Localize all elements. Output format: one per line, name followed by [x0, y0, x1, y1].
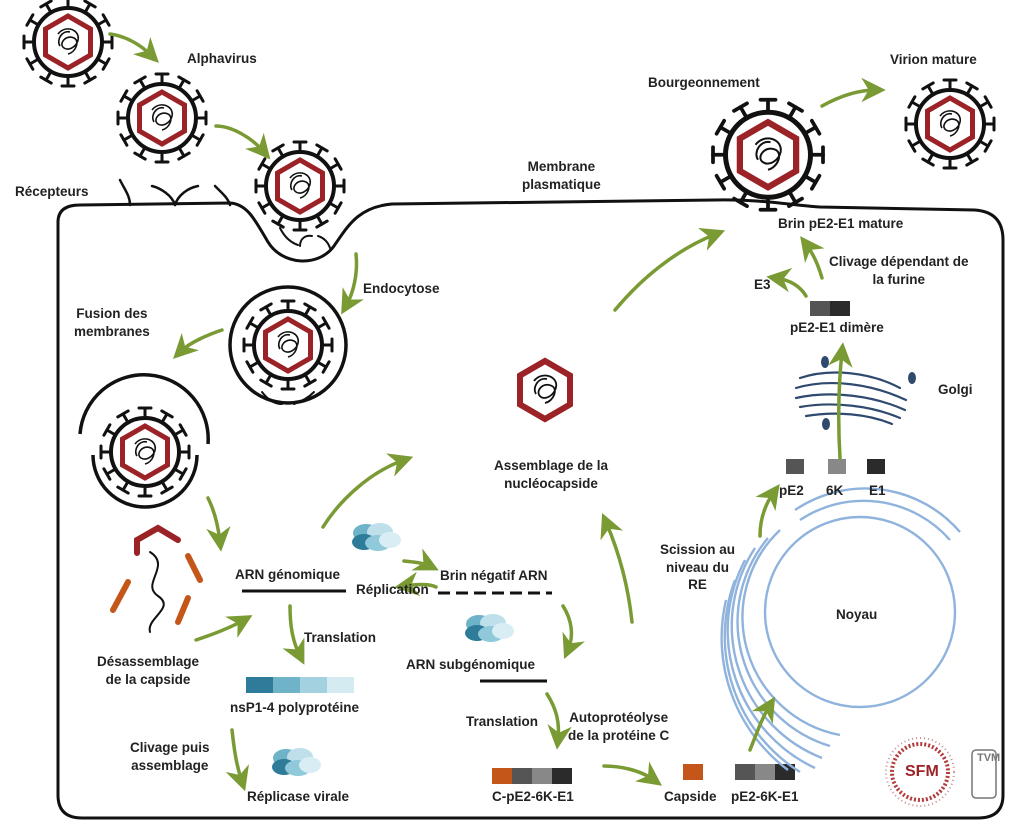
label-clivage-furine: Clivage dépendant de la furine	[829, 253, 969, 288]
label-nsp-polyproteine: nsP1-4 polyprotéine	[230, 700, 360, 715]
label-bourgeonnement: Bourgeonnement	[648, 75, 760, 90]
receptors	[118, 178, 232, 207]
sfm-logo-text: SFM	[905, 763, 939, 780]
label-autoproteolyse-line2: de la protéine C	[568, 727, 670, 743]
label-c-pe2-6k-e1: C-pE2-6K-E1	[492, 789, 574, 804]
pit-receptors	[279, 227, 331, 249]
label-desassemblage: Désassemblage de la capside	[97, 653, 199, 688]
tvm-logo-text: TVM	[977, 752, 1001, 764]
label-capside: Capside	[664, 789, 717, 804]
dimer-bar	[810, 301, 850, 316]
label-replicase-virale: Réplicase virale	[247, 789, 350, 804]
label-brin-negatif: Brin négatif ARN	[440, 568, 548, 583]
tvm-logo-icon	[971, 749, 997, 799]
label-clivage-assemblage: Clivage puis assemblage	[130, 739, 210, 774]
label-membrane-line1: Membrane	[527, 159, 596, 174]
virus-1-icon	[24, 0, 112, 86]
label-virion-mature: Virion mature	[890, 52, 977, 67]
nucleocapsid-icon	[520, 361, 570, 419]
label-clivage-furine-line2: la furine	[872, 271, 926, 287]
virus-2-icon	[118, 74, 206, 162]
replicase-icon-2	[465, 614, 514, 642]
endosome-receptors	[261, 391, 315, 405]
label-endocytose: Endocytose	[363, 281, 440, 296]
label-pe2: pE2	[779, 483, 804, 498]
label-replication: Réplication	[356, 582, 429, 597]
label-membrane: Membrane plasmatique	[522, 158, 601, 193]
plasma-membrane	[56, 198, 1005, 820]
fusion-virus-icon	[101, 408, 189, 496]
capside-square	[683, 764, 703, 780]
label-golgi: Golgi	[938, 382, 973, 397]
label-translation-1: Translation	[304, 630, 377, 645]
label-alphavirus: Alphavirus	[187, 51, 257, 66]
fusion-vesicle	[78, 373, 210, 445]
label-desassemblage-line2: de la capside	[105, 671, 191, 687]
label-membrane-line2: plasmatique	[522, 176, 601, 192]
label-e3: E3	[754, 277, 771, 292]
label-autoproteolyse-line1: Autoprotéolyse	[569, 710, 669, 725]
label-scission-line1: Scission au	[660, 542, 736, 557]
sfm-logo-icon	[885, 737, 955, 807]
nsp-polyprotein-bar	[246, 677, 354, 693]
label-translation-2: Translation	[466, 714, 539, 729]
label-scission-line3: RE	[688, 577, 707, 593]
label-arn-subgenomique: ARN subgénomique	[406, 657, 536, 672]
pe2-square	[786, 459, 804, 474]
nucleus-er	[720, 487, 961, 774]
label-e1: E1	[869, 483, 886, 498]
arrows	[108, 32, 886, 792]
virion-mature-icon	[906, 80, 994, 168]
label-assemblage: Assemblage de la nucléocapside	[494, 457, 608, 492]
6k-square	[828, 459, 846, 474]
label-arn-genomique: ARN génomique	[235, 567, 341, 582]
label-desassemblage-line1: Désassemblage	[97, 654, 200, 669]
label-autoproteolyse: Autoprotéolyse de la protéine C	[568, 709, 669, 744]
disassembled-capsid	[110, 524, 203, 633]
label-6k: 6K	[826, 483, 844, 498]
label-clivage-assemblage-line1: Clivage puis	[130, 740, 210, 755]
label-pe2-6k-e1: pE2-6K-E1	[731, 789, 799, 804]
label-noyau: Noyau	[836, 607, 878, 622]
label-assemblage-line2: nucléocapside	[504, 475, 598, 491]
replicase-icon-3	[272, 748, 321, 776]
budding-virus-icon	[713, 100, 823, 210]
label-fusion: Fusion des membranes	[74, 305, 150, 340]
label-clivage-furine-line1: Clivage dépendant de	[829, 254, 969, 269]
label-clivage-assemblage-line2: assemblage	[131, 757, 209, 773]
label-recepteurs: Récepteurs	[15, 184, 89, 199]
label-fusion-line1: Fusion des	[76, 306, 148, 321]
golgi-apparatus	[794, 356, 916, 430]
label-scission: Scission au niveau du RE	[660, 541, 735, 594]
pe2-6k-e1-bar	[735, 764, 795, 780]
label-assemblage-line1: Assemblage de la	[494, 458, 609, 473]
virus-3-icon	[256, 142, 344, 230]
label-scission-line2: niveau du	[666, 559, 730, 575]
label-fusion-line2: membranes	[74, 323, 150, 339]
e1-square	[867, 459, 885, 474]
label-dimere: pE2-E1 dimère	[790, 320, 884, 335]
replicase-icon-1	[352, 523, 401, 551]
label-brin-mature: Brin pE2-E1 mature	[778, 216, 904, 231]
c-pe2-6k-e1-bar	[492, 768, 572, 784]
